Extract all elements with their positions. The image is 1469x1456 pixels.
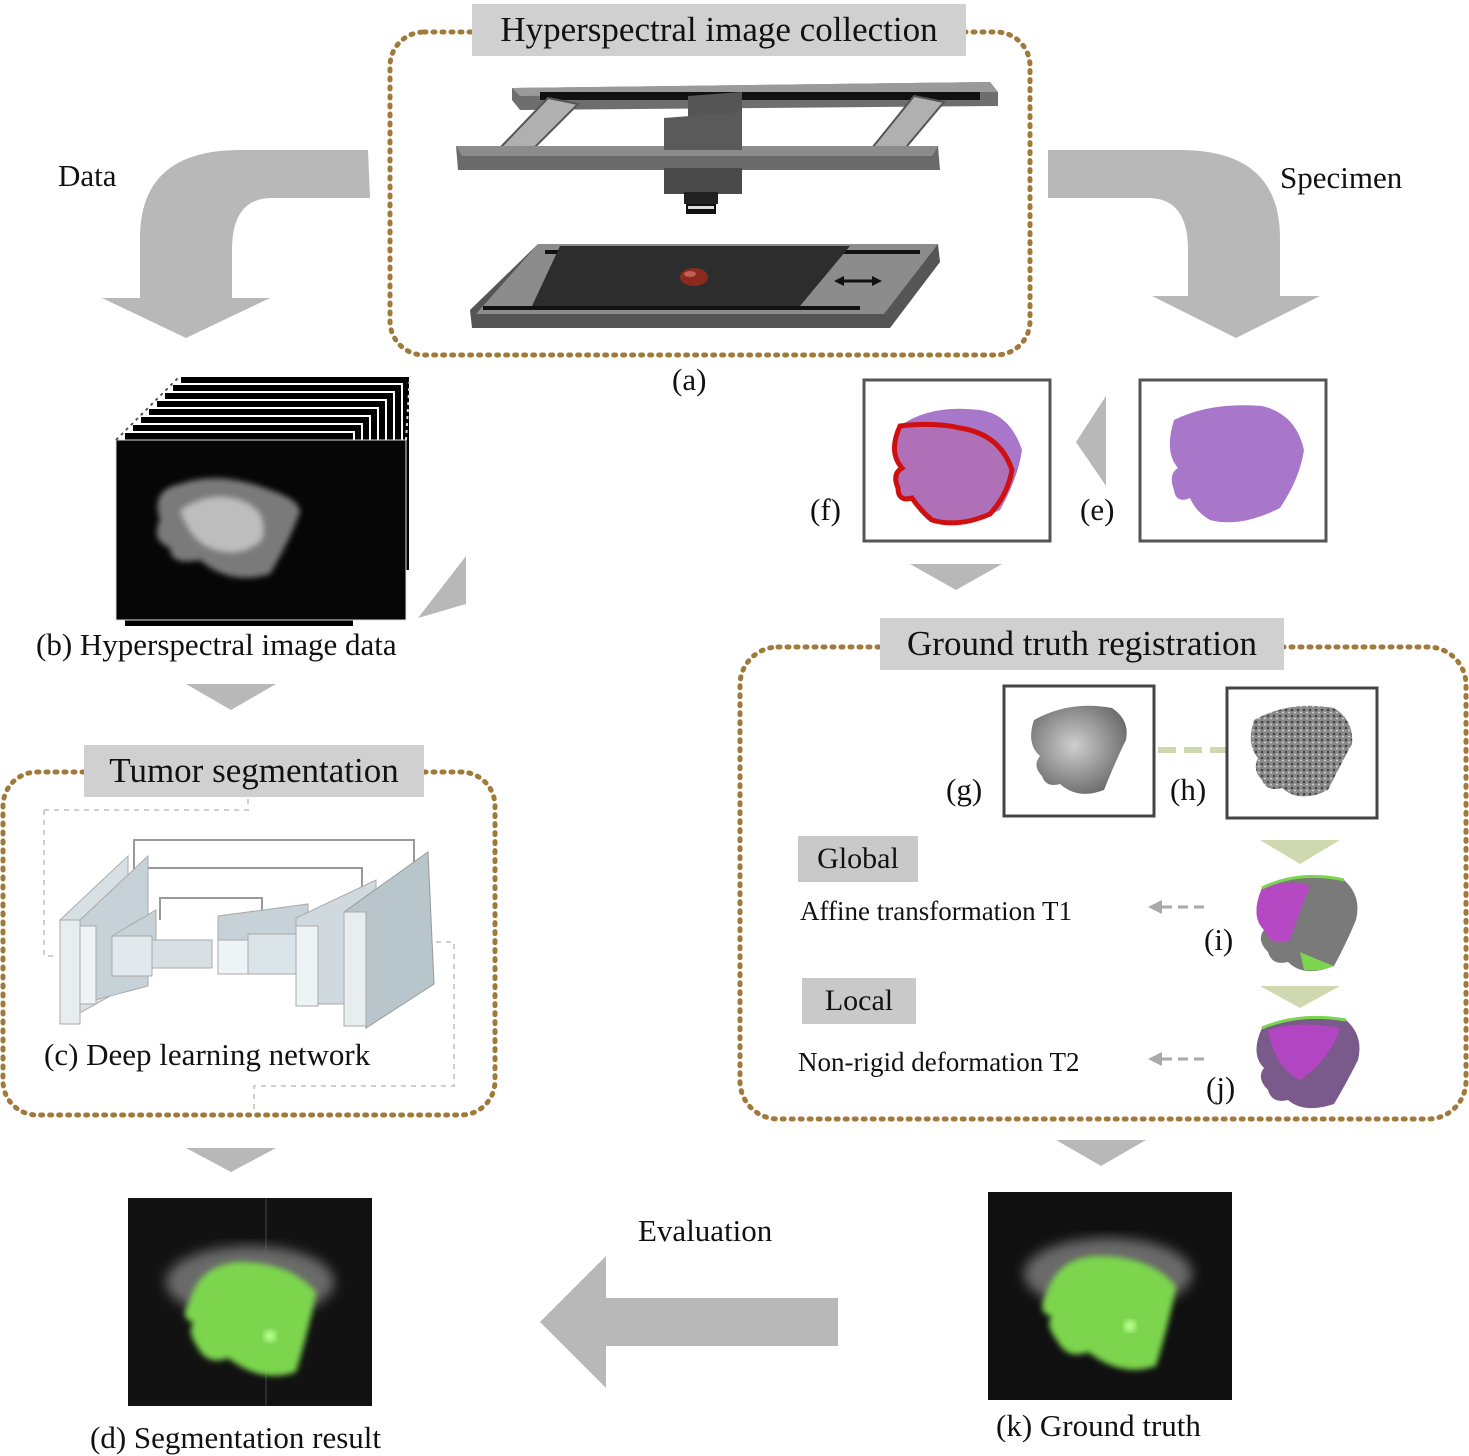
network-block-icon (43, 798, 455, 1112)
arrow-network-to-result (186, 1148, 276, 1172)
label-f: (f) (810, 492, 841, 527)
specimen-flow-arrow (1048, 150, 1320, 338)
segmentation-region-border (0, 769, 498, 1118)
caption-b: (b) Hyperspectral image data (36, 627, 397, 662)
arrow-i-to-global-head (1148, 900, 1162, 914)
arrow-annotation-to-registration (910, 564, 1002, 590)
arrow-i-to-j (1260, 986, 1340, 1008)
annotated-histology-image (892, 408, 1022, 526)
label-j: (j) (1206, 1070, 1236, 1105)
label-h: (h) (1170, 772, 1207, 807)
local-tag: Local (802, 978, 916, 1024)
arrow-hsi-to-segmentation (186, 684, 276, 710)
image-g-content (1031, 705, 1127, 794)
label-i: (i) (1204, 922, 1234, 957)
data-label: Data (58, 158, 117, 193)
image-h-content (1250, 705, 1353, 797)
global-tag: Global (798, 836, 918, 882)
global-step-text: Affine transformation T1 (800, 896, 1072, 926)
image-j-overlay (1256, 1015, 1360, 1109)
label-e: (e) (1080, 492, 1115, 527)
hyperspectral-stack (115, 375, 466, 628)
segmentation-title: Tumor segmentation (84, 745, 424, 797)
tissue-sample-icon (680, 268, 708, 286)
registration-title: Ground truth registration (880, 618, 1284, 670)
arrow-h-to-i (1260, 840, 1340, 864)
caption-c: (c) Deep learning network (44, 1037, 371, 1072)
collection-title: Hyperspectral image collection (472, 4, 966, 56)
label-g: (g) (946, 772, 983, 807)
arrow-j-to-local-head (1148, 1052, 1162, 1066)
segmentation-result-image (128, 1198, 372, 1406)
ground-truth-image (988, 1192, 1232, 1400)
specimen-label: Specimen (1280, 160, 1403, 195)
arrow-slide-to-annotation (1076, 396, 1106, 486)
data-flow-arrow (102, 150, 370, 338)
evaluation-arrow (540, 1256, 838, 1388)
camera-rig-icon (456, 82, 998, 328)
caption-d: (d) Segmentation result (90, 1420, 381, 1455)
arrow-registration-to-ground-truth (1056, 1140, 1146, 1166)
caption-a: (a) (672, 362, 707, 397)
image-i-overlay (1256, 874, 1358, 972)
histology-slide-image (1169, 405, 1304, 523)
caption-k: (k) Ground truth (996, 1408, 1201, 1443)
evaluation-label: Evaluation (638, 1213, 773, 1248)
local-step-text: Non-rigid deformation T2 (798, 1047, 1080, 1077)
